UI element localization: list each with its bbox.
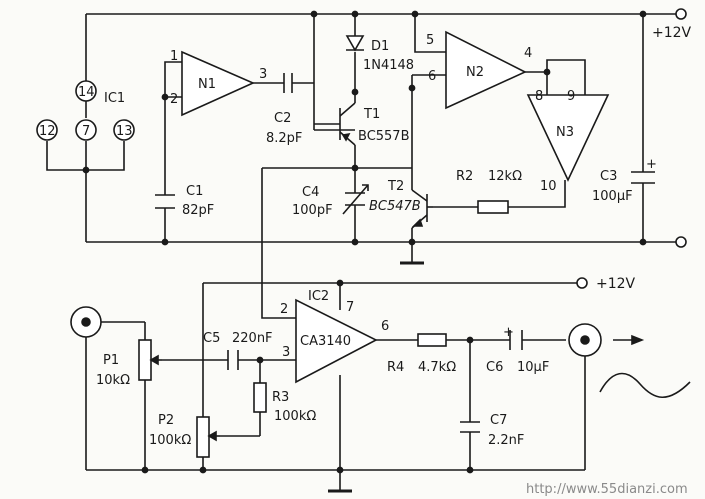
n2-amplifier: N2 5 6 4 [426,30,532,110]
potentiometer-p1: P1 10kΩ [96,339,162,388]
svg-text:P1: P1 [103,353,119,368]
svg-text:+12V: +12V [596,276,636,292]
svg-text:7: 7 [82,124,90,139]
svg-text:100kΩ: 100kΩ [149,433,191,448]
supply-terminal-top: +12V [652,8,692,248]
svg-text:6: 6 [381,319,389,334]
svg-text:C6: C6 [486,360,503,375]
svg-text:C5: C5 [203,331,220,346]
watermark: http://www.55dianzi.com [526,482,688,497]
svg-text:4: 4 [524,46,532,61]
svg-text:T2: T2 [387,179,404,194]
svg-text:+: + [646,157,657,172]
diode-d1: D1 1N4148 [345,35,414,73]
svg-text:14: 14 [78,85,95,100]
capacitor-c4: C4 100pF [292,184,369,218]
sine-wave-icon [599,372,691,398]
svg-text:6: 6 [428,69,436,84]
resistor-r3: R3 100kΩ [253,382,316,424]
svg-text:+12V: +12V [652,25,692,41]
svg-text:8: 8 [535,89,543,104]
svg-text:C2: C2 [274,111,291,126]
svg-text:3: 3 [282,345,290,360]
capacitor-c5: C5 220nF [203,331,273,370]
svg-text:9: 9 [567,89,575,104]
svg-text:IC2: IC2 [308,289,329,304]
svg-text:10μF: 10μF [517,360,549,375]
output-connector [568,323,602,357]
svg-text:82pF: 82pF [182,203,214,218]
resistor-r2: R2 12kΩ [456,169,522,214]
capacitor-c7: C7 2.2nF [460,413,524,448]
svg-text:100μF: 100μF [592,189,633,204]
svg-text:5: 5 [426,33,434,48]
svg-text:N3: N3 [556,125,574,140]
svg-text:2: 2 [170,92,178,107]
svg-text:C4: C4 [302,185,319,200]
svg-text:C1: C1 [186,184,203,199]
svg-text:100pF: 100pF [292,203,333,218]
ic2-amplifier: CA3140 2 3 IC2 7 6 [280,289,389,384]
svg-text:1: 1 [170,49,178,64]
svg-text:7: 7 [346,300,354,315]
svg-text:N2: N2 [466,65,484,80]
capacitor-c3: + C3 100μF [592,157,657,204]
svg-text:10kΩ: 10kΩ [96,373,130,388]
n1-buffer: N1 1 2 3 [170,49,267,117]
ic1-pins: 14 12 7 13 IC1 [36,80,135,141]
svg-text:C7: C7 [490,413,507,428]
svg-text:R2: R2 [456,169,473,184]
supply-terminal-mid: +12V [576,276,636,292]
svg-text:100kΩ: 100kΩ [274,409,316,424]
svg-text:2.2nF: 2.2nF [488,433,524,448]
top-junctions [82,10,647,246]
capacitor-c6: + C6 10μF [486,325,549,375]
bottom-junctions [141,279,474,474]
transistor-t1: T1 BC557B [314,92,410,153]
transistor-t2: T2 BC547B [369,179,433,229]
svg-text:12: 12 [39,124,56,139]
bottom-wires [85,168,586,490]
ic1-label: IC1 [104,91,125,106]
svg-text:1N4148: 1N4148 [363,58,414,73]
potentiometer-p2: P2 100kΩ [149,413,220,458]
svg-text:8.2pF: 8.2pF [266,131,302,146]
output-arrow-icon [613,334,645,346]
svg-text:P2: P2 [158,413,174,428]
capacitor-c1: C1 82pF [155,184,214,218]
resistor-r4: R4 4.7kΩ [387,333,456,375]
svg-text:BC557B: BC557B [358,129,410,144]
svg-text:R4: R4 [387,360,404,375]
svg-text:13: 13 [116,124,133,139]
svg-text:N1: N1 [198,77,216,92]
svg-text:BC547B: BC547B [369,199,421,214]
input-connector [70,306,102,338]
svg-text:10: 10 [540,179,557,194]
svg-text:12kΩ: 12kΩ [488,169,522,184]
svg-text:T1: T1 [363,107,380,122]
svg-text:CA3140: CA3140 [300,334,351,349]
svg-text:C3: C3 [600,169,617,184]
svg-text:D1: D1 [371,39,389,54]
capacitor-c2: C2 8.2pF [266,73,302,146]
svg-text:4.7kΩ: 4.7kΩ [418,360,456,375]
svg-text:3: 3 [259,67,267,82]
svg-text:R3: R3 [272,390,289,405]
svg-text:+: + [503,325,514,340]
svg-text:220nF: 220nF [232,331,273,346]
n3-buffer: N3 8 9 10 [526,89,610,194]
svg-text:2: 2 [280,302,288,317]
